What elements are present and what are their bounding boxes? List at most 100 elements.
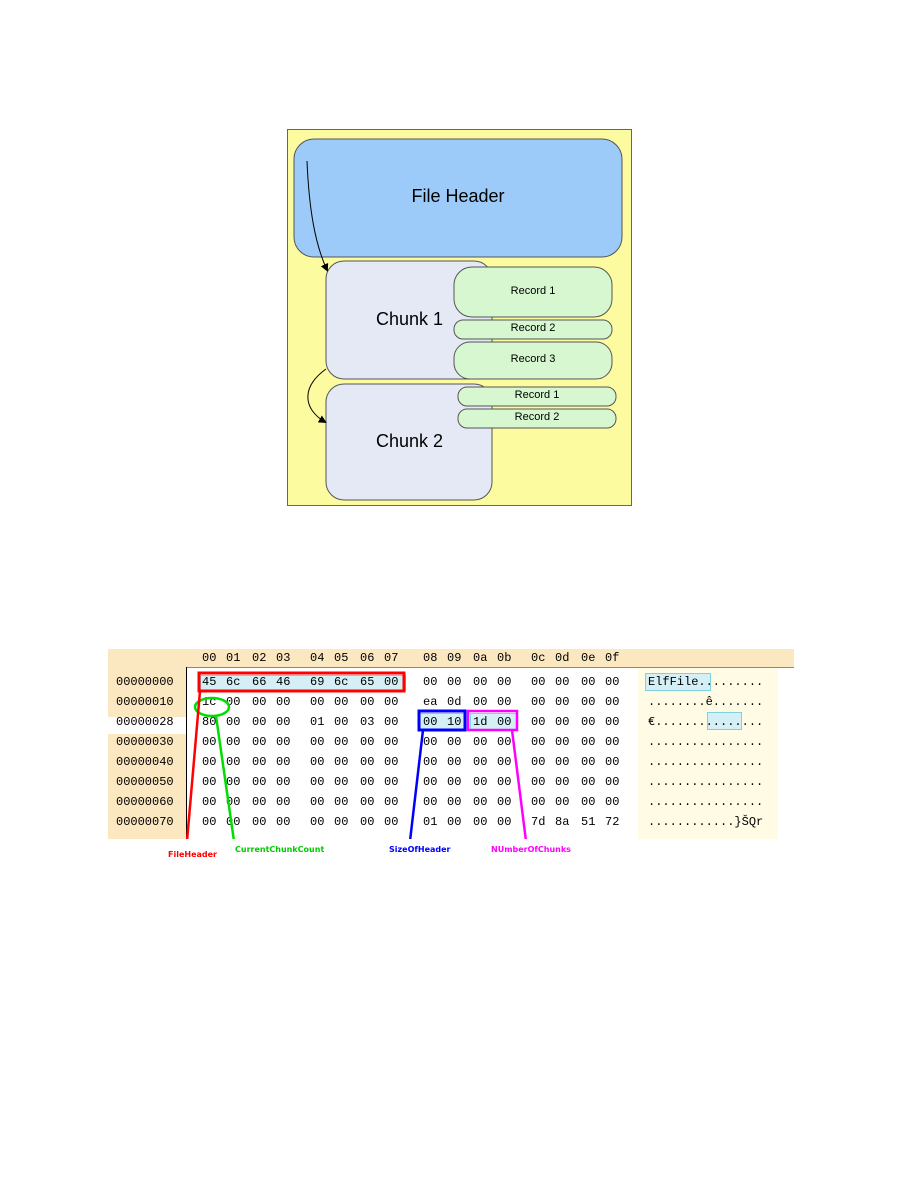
hex-byte[interactable]: 01 — [310, 715, 325, 729]
hex-byte[interactable]: 00 — [252, 755, 267, 769]
hex-byte[interactable]: 00 — [447, 815, 462, 829]
hex-byte[interactable]: 00 — [384, 735, 399, 749]
hex-byte[interactable]: 00 — [531, 795, 546, 809]
hex-byte[interactable]: 00 — [202, 775, 217, 789]
hex-byte[interactable]: 66 — [252, 675, 267, 689]
hex-byte[interactable]: 00 — [605, 675, 620, 689]
hex-byte[interactable]: 00 — [531, 755, 546, 769]
hex-byte[interactable]: 00 — [473, 695, 488, 709]
hex-byte[interactable]: 00 — [334, 735, 349, 749]
hex-byte[interactable]: 00 — [473, 675, 488, 689]
hex-byte[interactable]: 00 — [497, 795, 512, 809]
row-ascii[interactable]: ................ — [648, 755, 764, 769]
hex-byte[interactable]: 00 — [384, 795, 399, 809]
hex-byte[interactable]: 00 — [202, 755, 217, 769]
hex-byte[interactable]: 00 — [360, 795, 375, 809]
hex-byte[interactable]: 00 — [276, 715, 291, 729]
hex-byte[interactable]: 00 — [226, 735, 241, 749]
hex-byte[interactable]: 00 — [605, 735, 620, 749]
hex-byte[interactable]: 01 — [423, 815, 438, 829]
hex-byte[interactable]: 00 — [605, 795, 620, 809]
hex-byte[interactable]: 69 — [310, 675, 325, 689]
hex-byte[interactable]: 00 — [555, 735, 570, 749]
hex-byte[interactable]: 00 — [473, 755, 488, 769]
hex-byte[interactable]: 65 — [360, 675, 375, 689]
hex-byte[interactable]: 00 — [310, 695, 325, 709]
hex-byte[interactable]: 00 — [226, 715, 241, 729]
hex-byte[interactable]: 00 — [276, 695, 291, 709]
hex-byte[interactable]: 00 — [581, 755, 596, 769]
hex-byte[interactable]: 00 — [581, 775, 596, 789]
hex-byte[interactable]: 00 — [423, 795, 438, 809]
hex-byte[interactable]: 00 — [252, 735, 267, 749]
hex-byte[interactable]: 00 — [334, 775, 349, 789]
row-ascii[interactable]: €............... — [648, 715, 764, 729]
hex-byte[interactable]: 00 — [605, 715, 620, 729]
hex-byte[interactable]: 00 — [555, 715, 570, 729]
hex-byte[interactable]: 8a — [555, 815, 570, 829]
hex-byte[interactable]: 00 — [447, 795, 462, 809]
hex-byte[interactable]: 00 — [473, 815, 488, 829]
hex-byte[interactable]: 0d — [447, 695, 462, 709]
hex-byte[interactable]: 00 — [473, 775, 488, 789]
hex-byte[interactable]: 00 — [447, 775, 462, 789]
hex-byte[interactable]: 00 — [334, 695, 349, 709]
hex-byte[interactable]: ea — [423, 695, 438, 709]
hex-byte[interactable]: 00 — [473, 735, 488, 749]
hex-byte[interactable]: 00 — [310, 775, 325, 789]
hex-byte[interactable]: 00 — [605, 775, 620, 789]
hex-byte[interactable]: 00 — [310, 795, 325, 809]
hex-byte[interactable]: 00 — [276, 755, 291, 769]
hex-byte[interactable]: 00 — [202, 815, 217, 829]
row-ascii[interactable]: ................ — [648, 735, 764, 749]
hex-byte[interactable]: 00 — [360, 815, 375, 829]
row-ascii[interactable]: ElfFile......... — [648, 675, 764, 689]
hex-byte[interactable]: 00 — [447, 755, 462, 769]
hex-byte[interactable]: 00 — [497, 675, 512, 689]
hex-byte[interactable]: 00 — [252, 715, 267, 729]
hex-byte[interactable]: 03 — [360, 715, 375, 729]
hex-byte[interactable]: 00 — [605, 695, 620, 709]
hex-byte[interactable]: 51 — [581, 815, 596, 829]
hex-byte[interactable]: 00 — [276, 775, 291, 789]
hex-byte[interactable]: 6c — [226, 675, 241, 689]
row-ascii[interactable]: ............}ŠQr — [648, 815, 764, 829]
hex-byte[interactable]: 00 — [423, 775, 438, 789]
hex-byte[interactable]: 45 — [202, 675, 217, 689]
hex-byte[interactable]: 00 — [497, 695, 512, 709]
hex-byte[interactable]: 00 — [226, 755, 241, 769]
hex-byte[interactable]: 00 — [252, 815, 267, 829]
hex-byte[interactable]: 00 — [531, 735, 546, 749]
hex-byte[interactable]: 00 — [226, 775, 241, 789]
row-ascii[interactable]: ........ê....... — [648, 695, 764, 709]
hex-byte[interactable]: 00 — [447, 675, 462, 689]
hex-byte[interactable]: 00 — [384, 755, 399, 769]
hex-byte[interactable]: 00 — [252, 775, 267, 789]
hex-byte[interactable]: 00 — [531, 695, 546, 709]
hex-byte[interactable]: 00 — [310, 815, 325, 829]
hex-byte[interactable]: 00 — [531, 675, 546, 689]
hex-byte[interactable]: 00 — [334, 815, 349, 829]
hex-byte[interactable]: 00 — [202, 735, 217, 749]
hex-byte[interactable]: 00 — [252, 695, 267, 709]
hex-byte[interactable]: 00 — [423, 715, 438, 729]
hex-byte[interactable]: 00 — [202, 795, 217, 809]
hex-byte[interactable]: 00 — [423, 755, 438, 769]
hex-byte[interactable]: 00 — [360, 735, 375, 749]
hex-byte[interactable]: 00 — [310, 755, 325, 769]
hex-byte[interactable]: 00 — [581, 795, 596, 809]
hex-byte[interactable]: 00 — [384, 715, 399, 729]
hex-byte[interactable]: 6c — [334, 675, 349, 689]
hex-byte[interactable]: 00 — [252, 795, 267, 809]
hex-byte[interactable]: 00 — [555, 775, 570, 789]
hex-byte[interactable]: 00 — [360, 695, 375, 709]
row-ascii[interactable]: ................ — [648, 795, 764, 809]
hex-byte[interactable]: 00 — [384, 815, 399, 829]
hex-byte[interactable]: 00 — [384, 775, 399, 789]
hex-byte[interactable]: 00 — [334, 755, 349, 769]
hex-byte[interactable]: 00 — [334, 715, 349, 729]
hex-byte[interactable]: 00 — [423, 675, 438, 689]
hex-byte[interactable]: 72 — [605, 815, 620, 829]
hex-byte[interactable]: 00 — [360, 755, 375, 769]
hex-byte[interactable]: 00 — [276, 815, 291, 829]
